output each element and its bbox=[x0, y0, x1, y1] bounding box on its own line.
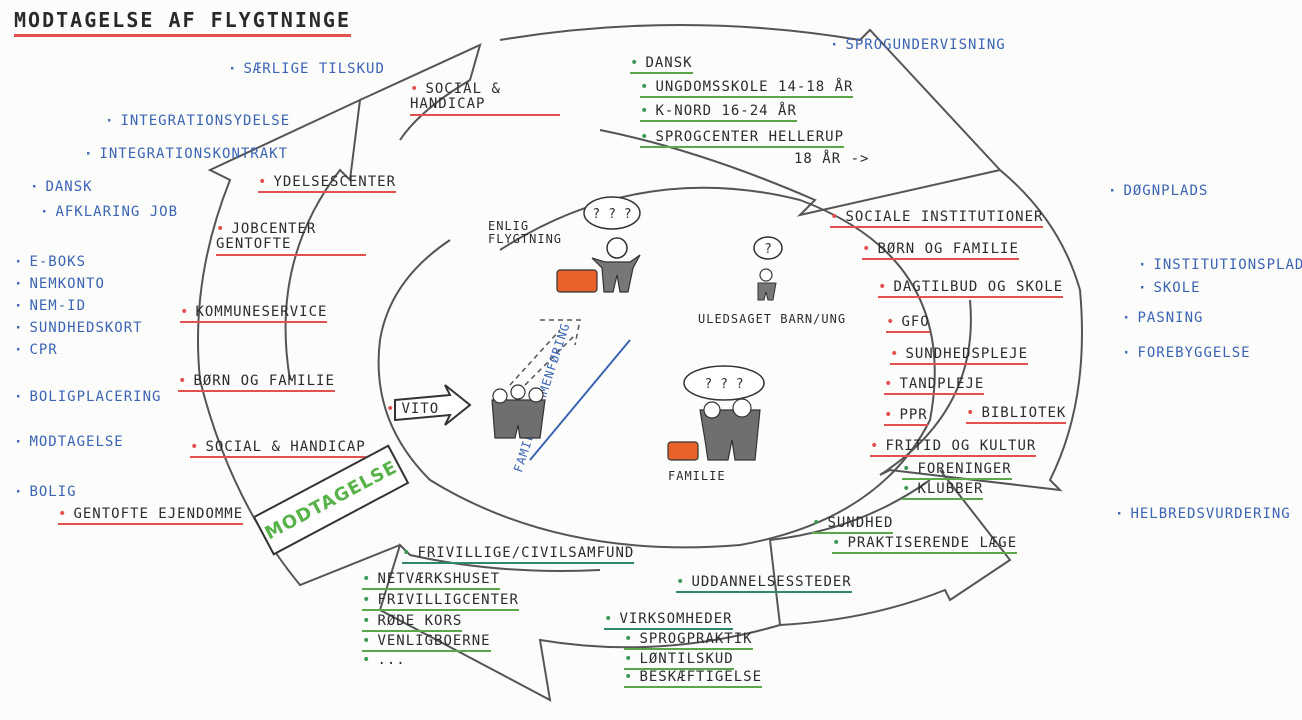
outer-left-label-0: SÆRLIGE TILSKUD bbox=[228, 61, 385, 77]
outer-left-label-7: NEM-ID bbox=[14, 298, 86, 314]
top-social-label: SOCIAL & HANDICAP bbox=[410, 81, 560, 116]
top-dansk-item-0: UNGDOMSSKOLE 14-18 ÅR bbox=[640, 79, 854, 99]
right-ring-label-6: PPR bbox=[884, 407, 928, 427]
right-ring-label-8: FRITID OG KULTUR bbox=[870, 438, 1037, 458]
left-ring-label-5: GENTOFTE EJENDOMME bbox=[58, 506, 244, 526]
dashed-arrows bbox=[509, 319, 581, 386]
left-ring-label-4: SOCIAL & HANDICAP bbox=[190, 439, 366, 459]
vito-label: VITO bbox=[386, 401, 439, 417]
left-ring-label-3: BØRN OG FAMILIE bbox=[178, 373, 335, 393]
outer-left-label-11: MODTAGELSE bbox=[14, 434, 124, 450]
friv-item-1: FRIVILLIGCENTER bbox=[362, 592, 519, 612]
outer-right-label-2: INSTITUTIONSPLADS bbox=[1138, 257, 1302, 273]
virk-item-1: LØNTILSKUD bbox=[624, 651, 734, 671]
virksomheder-label: VIRKSOMHEDER bbox=[604, 611, 733, 631]
friv-item-3: VENLIGBOERNE bbox=[362, 633, 491, 653]
friv-item-4: ... bbox=[362, 652, 406, 668]
right-ring-label-4: SUNDHEDSPLEJE bbox=[890, 346, 1029, 366]
familie-label: FAMILIE bbox=[668, 469, 726, 483]
outer-left-label-12: BOLIG bbox=[14, 484, 77, 500]
right-ring-label-1: BØRN OG FAMILIE bbox=[862, 241, 1019, 261]
friv-item-0: NETVÆRKSHUSET bbox=[362, 571, 501, 591]
outer-left-label-2: INTEGRATIONSKONTRAKT bbox=[84, 146, 288, 162]
left-ring-label-2: KOMMUNESERVICE bbox=[180, 304, 328, 324]
top-dansk-label: DANSK bbox=[630, 55, 693, 75]
page-title: MODTAGELSE AF FLYGTNINGE bbox=[14, 8, 351, 37]
virk-item-0: SPROGPRAKTIK bbox=[624, 631, 753, 651]
inner-ring bbox=[377, 186, 936, 549]
enlig-label: ENLIG FLYGTNING bbox=[488, 219, 563, 247]
sundhed-item: PRAKTISERENDE LÆGE bbox=[832, 535, 1018, 555]
top-dansk-item-2: SPROGCENTER HELLERUP bbox=[640, 129, 845, 149]
fritid-item-1: KLUBBER bbox=[902, 481, 984, 501]
familiesammen-line bbox=[529, 339, 631, 461]
friv-item-2: RØDE KORS bbox=[362, 613, 463, 633]
outer-right-label-1: DØGNPLADS bbox=[1108, 183, 1208, 199]
right-ring-label-2: DAGTILBUD OG SKOLE bbox=[878, 279, 1064, 299]
outer-left-label-3: DANSK bbox=[30, 179, 93, 195]
outer-left-label-9: CPR bbox=[14, 342, 58, 358]
right-ring-label-3: GFO bbox=[886, 314, 930, 334]
right-ring-label-7: BIBLIOTEK bbox=[966, 405, 1067, 425]
outer-right-label-6: HELBREDSVURDERING bbox=[1115, 506, 1291, 522]
fritid-item-0: FORENINGER bbox=[902, 461, 1012, 481]
outer-right-label-4: PASNING bbox=[1122, 310, 1203, 326]
outer-right-label-3: SKOLE bbox=[1138, 280, 1201, 296]
outer-right-label-0: SPROGUNDERVISNING bbox=[830, 37, 1006, 53]
sundhed-label: SUNDHED bbox=[812, 515, 894, 535]
right-ring-label-5: TANDPLEJE bbox=[884, 376, 985, 396]
left-ring-label-1: JOBCENTER GENTOFTE bbox=[216, 221, 366, 256]
outer-left-label-10: BOLIGPLACERING bbox=[14, 389, 161, 405]
outer-left-label-1: INTEGRATIONSYDELSE bbox=[105, 113, 290, 129]
uledsaget-label: ULEDSAGET BARN/UNG bbox=[698, 312, 847, 326]
outer-left-label-8: SUNDHEDSKORT bbox=[14, 320, 143, 336]
right-ring-label-0: SOCIALE INSTITUTIONER bbox=[830, 209, 1044, 229]
outer-left-label-5: E-BOKS bbox=[14, 254, 86, 270]
outer-left-label-6: NEMKONTO bbox=[14, 276, 105, 292]
top-dansk-item-1: K-NORD 16-24 ÅR bbox=[640, 103, 797, 123]
uddannelse-label: UDDANNELSESSTEDER bbox=[676, 574, 852, 594]
left-ring-label-0: YDELSESCENTER bbox=[258, 174, 397, 194]
virk-item-2: BESKÆFTIGELSE bbox=[624, 669, 763, 689]
top-age-label: 18 ÅR -> bbox=[794, 151, 870, 167]
outer-left-label-4: AFKLARING JOB bbox=[40, 204, 178, 220]
outer-right-label-5: FOREBYGGELSE bbox=[1122, 345, 1251, 361]
frivillige-label: FRIVILLIGE/CIVILSAMFUND bbox=[402, 545, 635, 565]
